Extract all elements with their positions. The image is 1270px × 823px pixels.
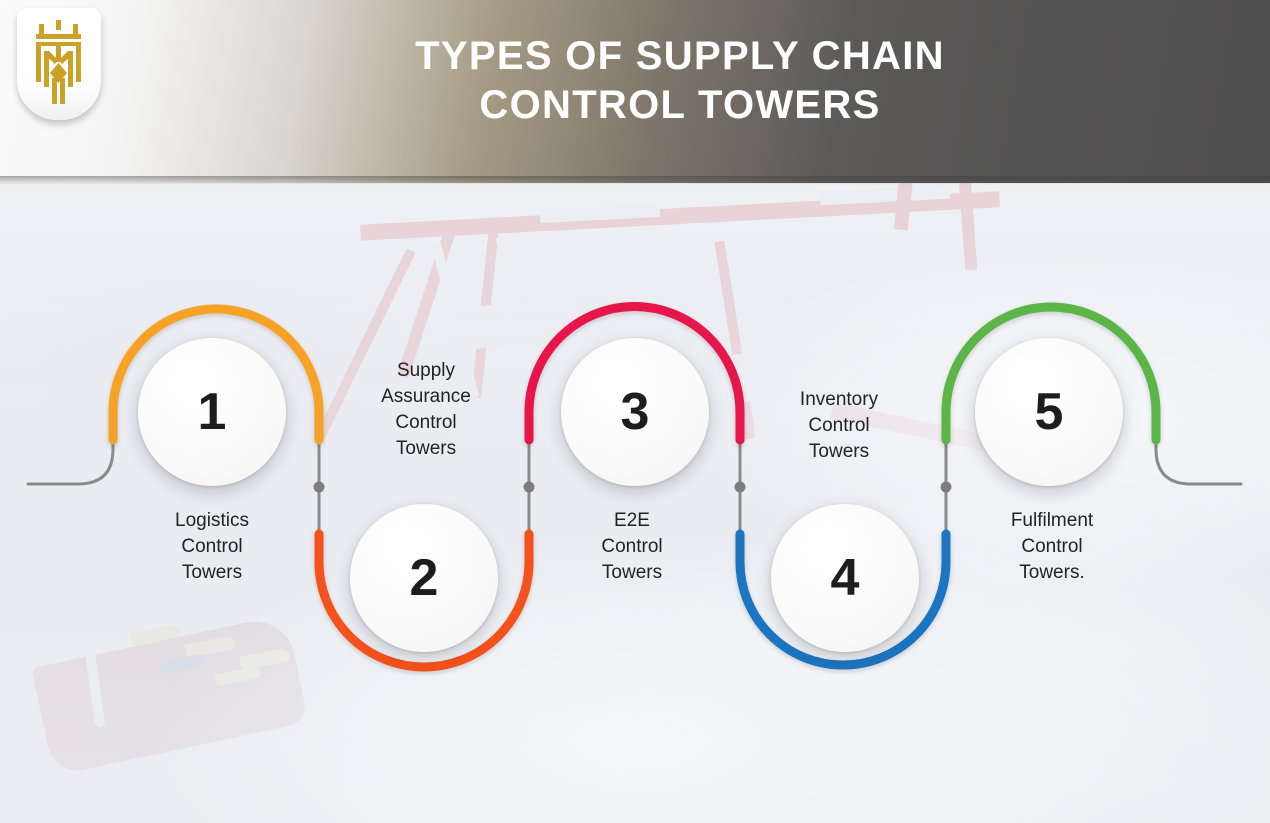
page-title: TYPES OF SUPPLY CHAIN CONTROL TOWERS <box>300 32 1060 130</box>
header-shadow <box>0 176 1270 185</box>
step-circle-2[interactable]: 2 <box>350 504 498 652</box>
connector-1-2 <box>313 435 325 538</box>
step-number-4: 4 <box>830 549 860 607</box>
arc-step-4 <box>735 529 951 670</box>
arc-step-2 <box>314 529 534 672</box>
brand-logo <box>17 8 101 120</box>
step-number-1: 1 <box>197 383 227 441</box>
step-label-1: Logistics Control Towers <box>175 510 249 583</box>
title-line-1: TYPES OF SUPPLY CHAIN <box>415 34 945 78</box>
arc-step-5 <box>941 302 1161 445</box>
step-label-3: E2E Control Towers <box>601 510 663 583</box>
title-line-2: CONTROL TOWERS <box>479 83 881 127</box>
step-label-5: Fulfilment Control Towers. <box>1010 510 1094 583</box>
step-number-3: 3 <box>620 383 650 441</box>
step-number-5: 5 <box>1034 383 1064 441</box>
step-label-4: Inventory Control Towers <box>799 389 879 462</box>
step-circle-4[interactable]: 4 <box>771 504 919 652</box>
step-number-2: 2 <box>409 549 439 607</box>
step-circle-3[interactable]: 3 <box>561 338 709 486</box>
step-circle-5[interactable]: 5 <box>975 338 1123 486</box>
step-label-2: Supply Assurance Control Towers <box>381 360 471 459</box>
tail-left <box>26 438 115 486</box>
flow-diagram: 1 2 3 4 5 Logistics Control Towers Suppl… <box>0 183 1270 823</box>
flow-arcs <box>26 302 1243 672</box>
connector-4-5 <box>940 435 952 538</box>
connector-3-4 <box>734 435 746 538</box>
connector-2-3 <box>523 435 535 538</box>
header-band <box>0 0 1270 183</box>
arc-step-1 <box>108 304 324 445</box>
step-circle-1[interactable]: 1 <box>138 338 286 486</box>
crown-shield-icon <box>36 20 81 104</box>
tail-right <box>1154 438 1243 486</box>
arc-step-3 <box>524 302 745 445</box>
